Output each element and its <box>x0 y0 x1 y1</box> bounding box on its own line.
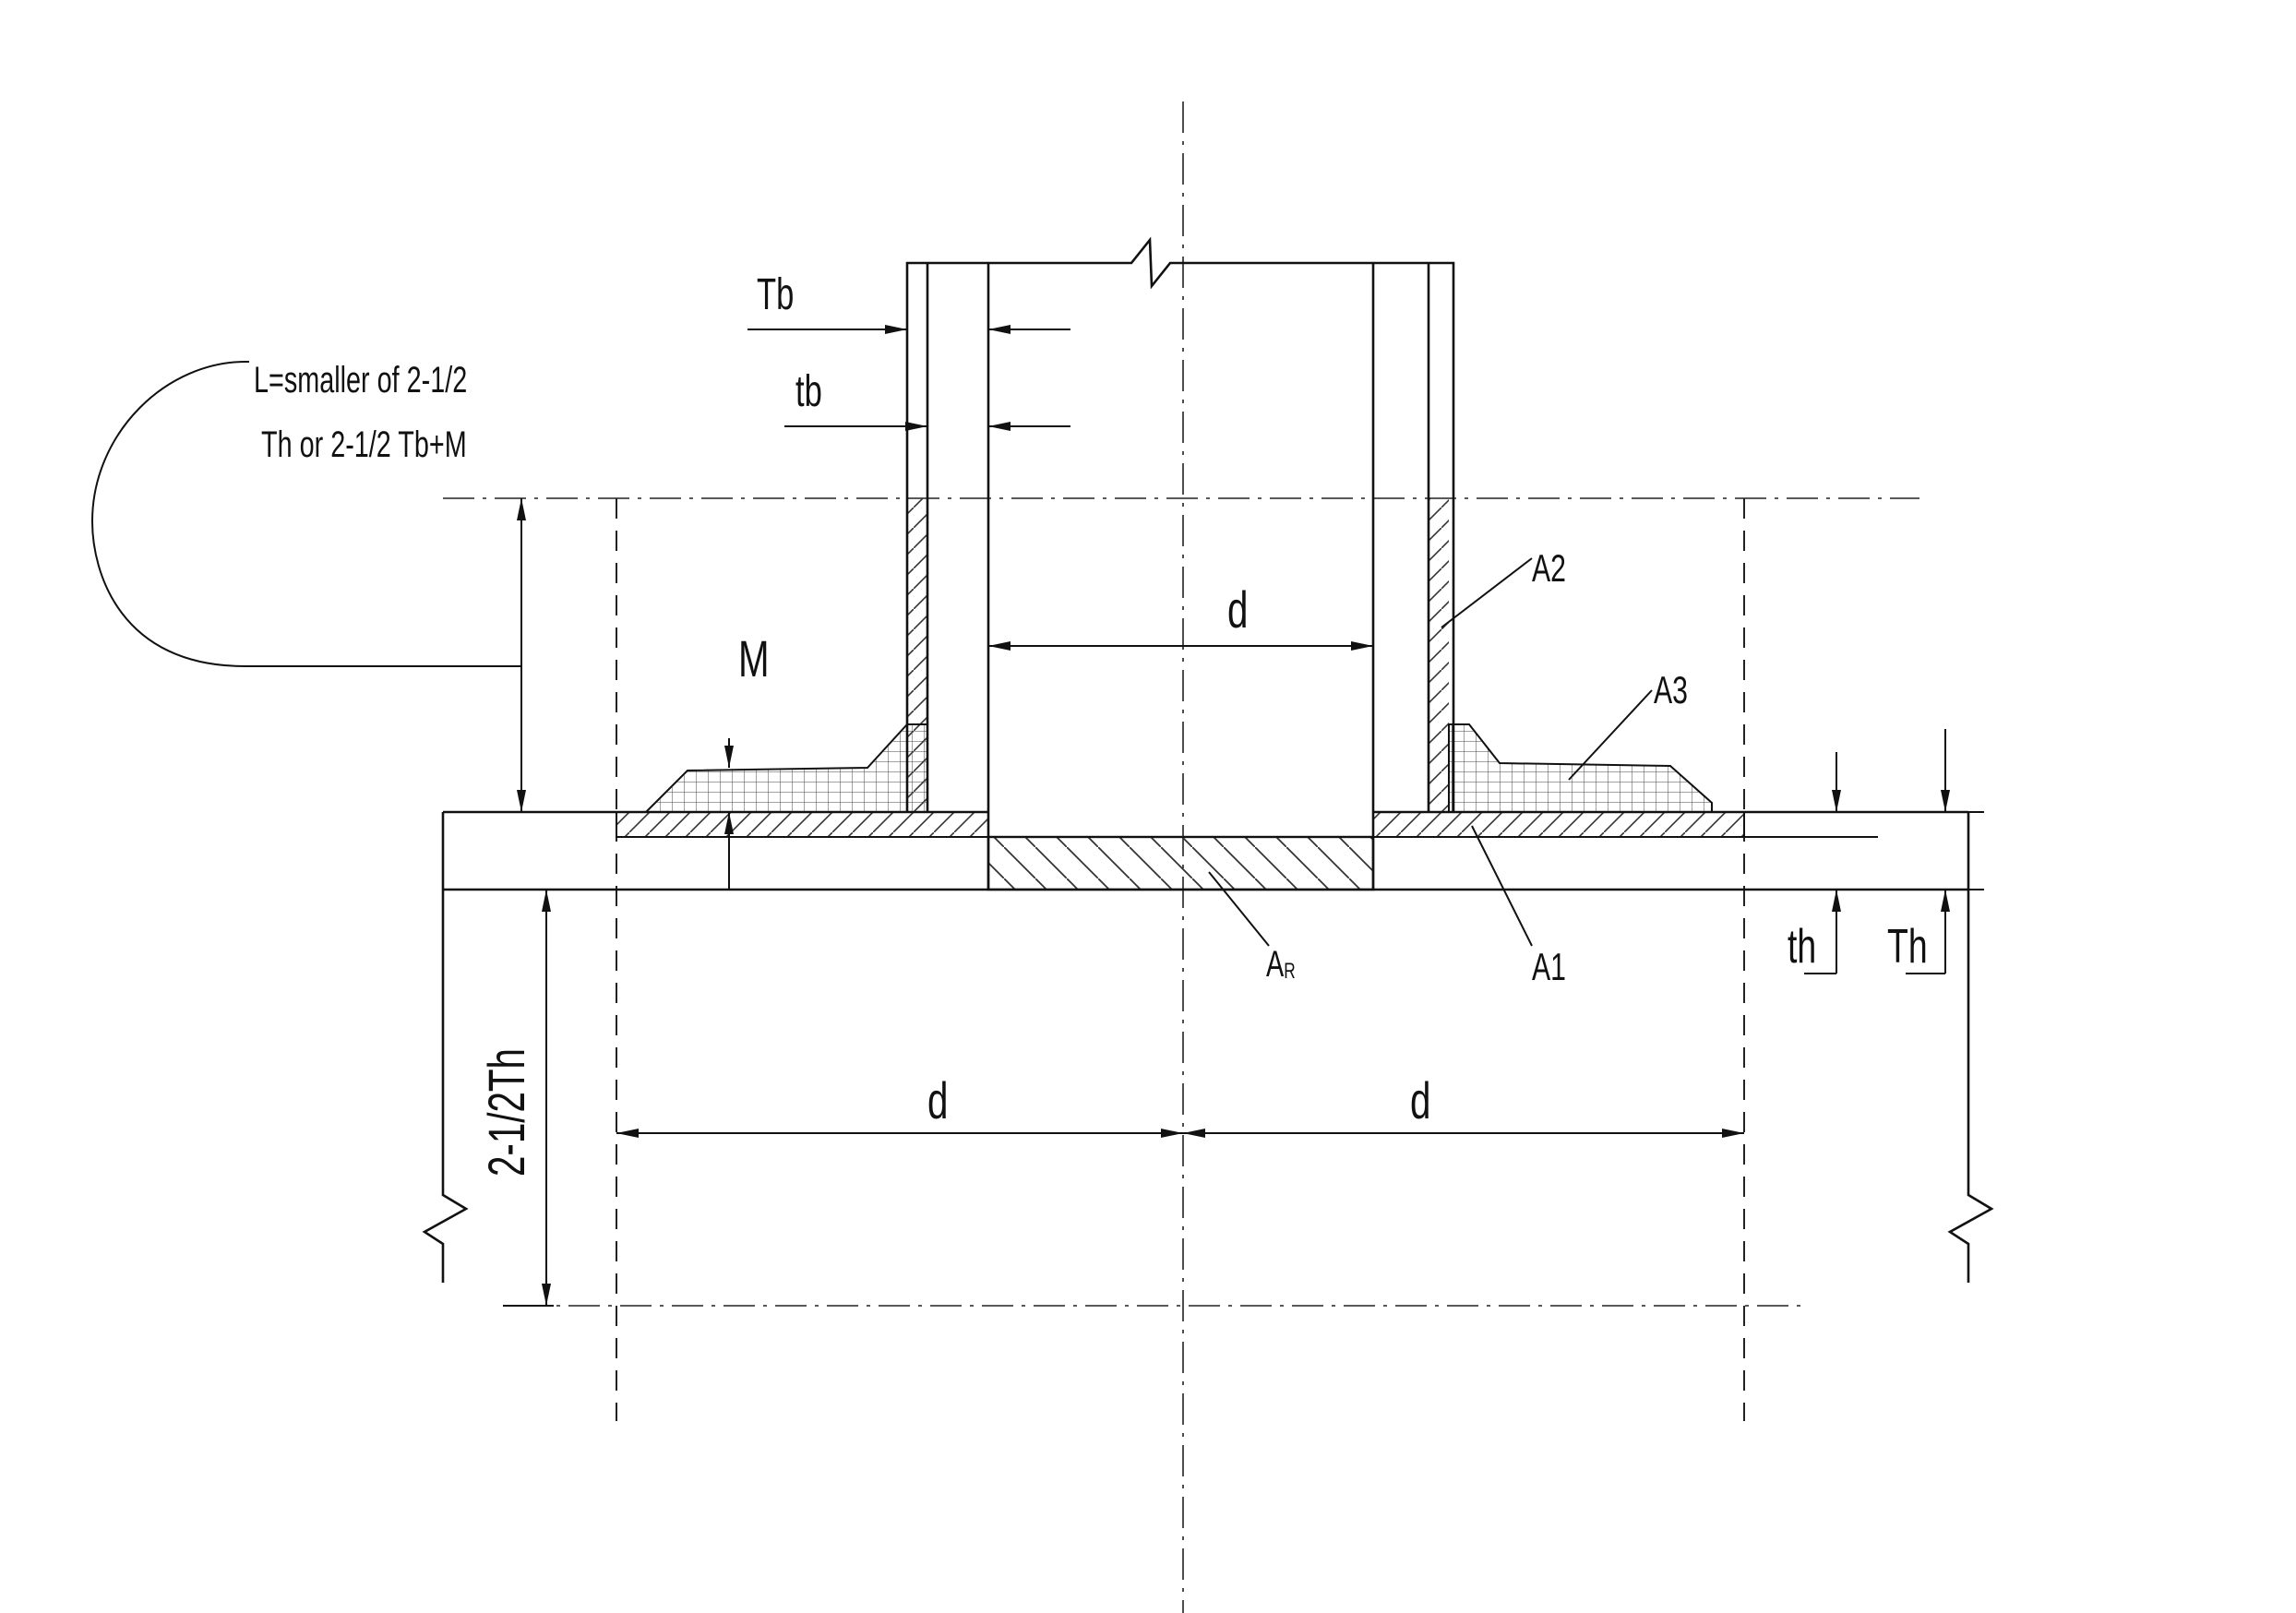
label-A2: A2 <box>1532 546 1566 590</box>
label-M: M <box>738 631 770 688</box>
label-d-branch: d <box>1227 582 1248 639</box>
reinforcement-areas <box>616 498 1745 891</box>
label-Tb: Tb <box>757 269 794 318</box>
dimension-lines <box>90 325 1984 1307</box>
label-d-left: d <box>927 1073 948 1130</box>
label-L-line2: Th or 2-1/2 Tb+M <box>261 424 467 465</box>
label-L-line1: L=smaller of 2-1/2 <box>254 359 467 400</box>
label-2-1-2Th: 2-1/2Th <box>479 1048 536 1177</box>
label-A1: A1 <box>1532 945 1566 988</box>
label-tb: tb <box>795 365 822 415</box>
label-d-right: d <box>1410 1073 1430 1130</box>
reinforcement-limit-lines <box>616 498 1745 1421</box>
branch-pipe <box>905 236 1455 890</box>
leader-lines <box>1208 557 1653 947</box>
center-lines <box>443 102 1919 1613</box>
header-pipe <box>422 810 1994 1283</box>
label-AR-main: A <box>1266 943 1285 985</box>
label-A3: A3 <box>1654 668 1688 711</box>
label-AR-sub: R <box>1284 959 1295 983</box>
label-Th: Th <box>1887 919 1928 974</box>
label-th: th <box>1788 919 1816 974</box>
label-AR: AR <box>1266 943 1296 985</box>
